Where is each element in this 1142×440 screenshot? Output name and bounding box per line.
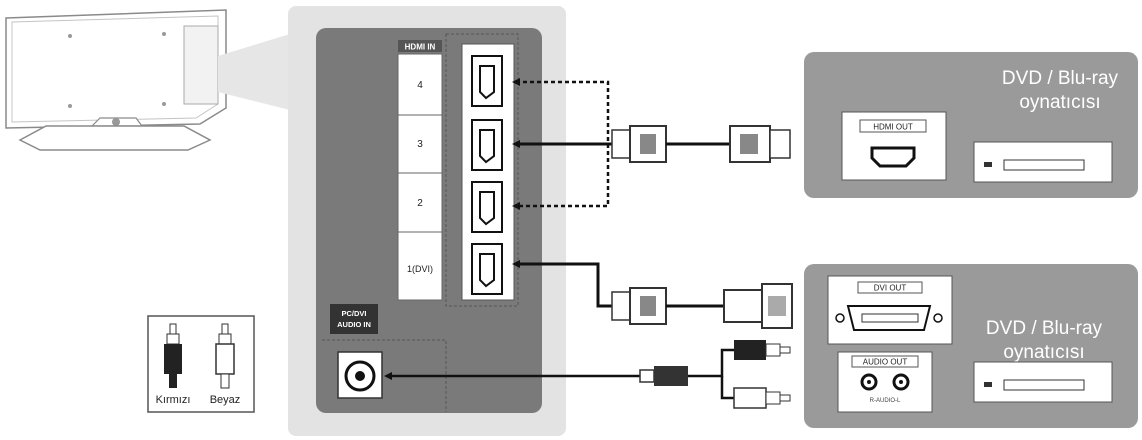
legend-white-label: Beyaz [210, 394, 241, 406]
hdmi-port-label-1: 1(DVI) [407, 264, 433, 274]
legend-red-label: Kırmızı [156, 394, 191, 406]
audio-out-sub-label: R-AUDIO-L [870, 398, 901, 404]
rca-plug-white [733, 387, 791, 409]
audio-out-white-jack[interactable] [892, 373, 910, 391]
hdmi-dvi-plug-dvi [723, 283, 793, 329]
device-box-bottom: DVD / Blu-ray oynatıcısı DVI OUT AUDIO O… [804, 264, 1138, 428]
player-bottom-icon [973, 361, 1113, 403]
hdmi-port-label-2: 2 [417, 198, 423, 209]
hdmi-port-strip [445, 33, 519, 307]
device-top-title-line1: DVD / Blu-ray [1002, 68, 1119, 89]
white-plug-icon [215, 323, 235, 389]
hdmi-out-label: HDMI OUT [873, 123, 913, 132]
device-bottom-title-line1: DVD / Blu-ray [986, 318, 1103, 339]
tv-illustration [5, 9, 290, 151]
hdmi-cable-plug-right [729, 125, 791, 163]
hdmi-cable-plug-left [611, 125, 667, 163]
device-top-title-line2: oynatıcısı [1019, 92, 1100, 113]
dvi-out-port[interactable] [846, 305, 932, 331]
pc-audio-title-line1: PC/DVI [341, 309, 366, 318]
cable-color-legend: Kırmızı Beyaz [147, 315, 255, 413]
hdmi-port-4[interactable] [471, 55, 503, 107]
hdmi-port-3[interactable] [471, 119, 503, 171]
hdmi-dvi-plug-hdmi [611, 287, 667, 325]
audio-out-label: AUDIO OUT [863, 358, 908, 367]
player-top-icon [973, 141, 1113, 183]
device-bottom-title-line2: oynatıcısı [1003, 342, 1084, 363]
hdmi-in-column: HDMI IN 4 3 2 1(DVI) [397, 40, 443, 301]
pc-audio-in-section: PC/DVI AUDIO IN [322, 304, 447, 412]
audio-out-red-jack[interactable] [860, 373, 878, 391]
hdmi-out-port[interactable] [870, 146, 916, 168]
dvi-out-label: DVI OUT [874, 284, 907, 293]
hdmi-port-label-3: 3 [417, 139, 423, 150]
cables [384, 78, 793, 409]
red-plug-icon [164, 323, 182, 388]
hdmi-in-title: HDMI IN [405, 43, 436, 52]
device-box-top: DVD / Blu-ray oynatıcısı HDMI OUT [804, 52, 1138, 198]
pc-audio-title-line2: AUDIO IN [337, 320, 371, 329]
rca-plug-red [734, 340, 791, 360]
hdmi-port-1[interactable] [471, 243, 503, 295]
audio-minijack-plug [639, 366, 688, 386]
hdmi-port-label-4: 4 [417, 80, 423, 91]
hdmi-port-2[interactable] [471, 181, 503, 233]
